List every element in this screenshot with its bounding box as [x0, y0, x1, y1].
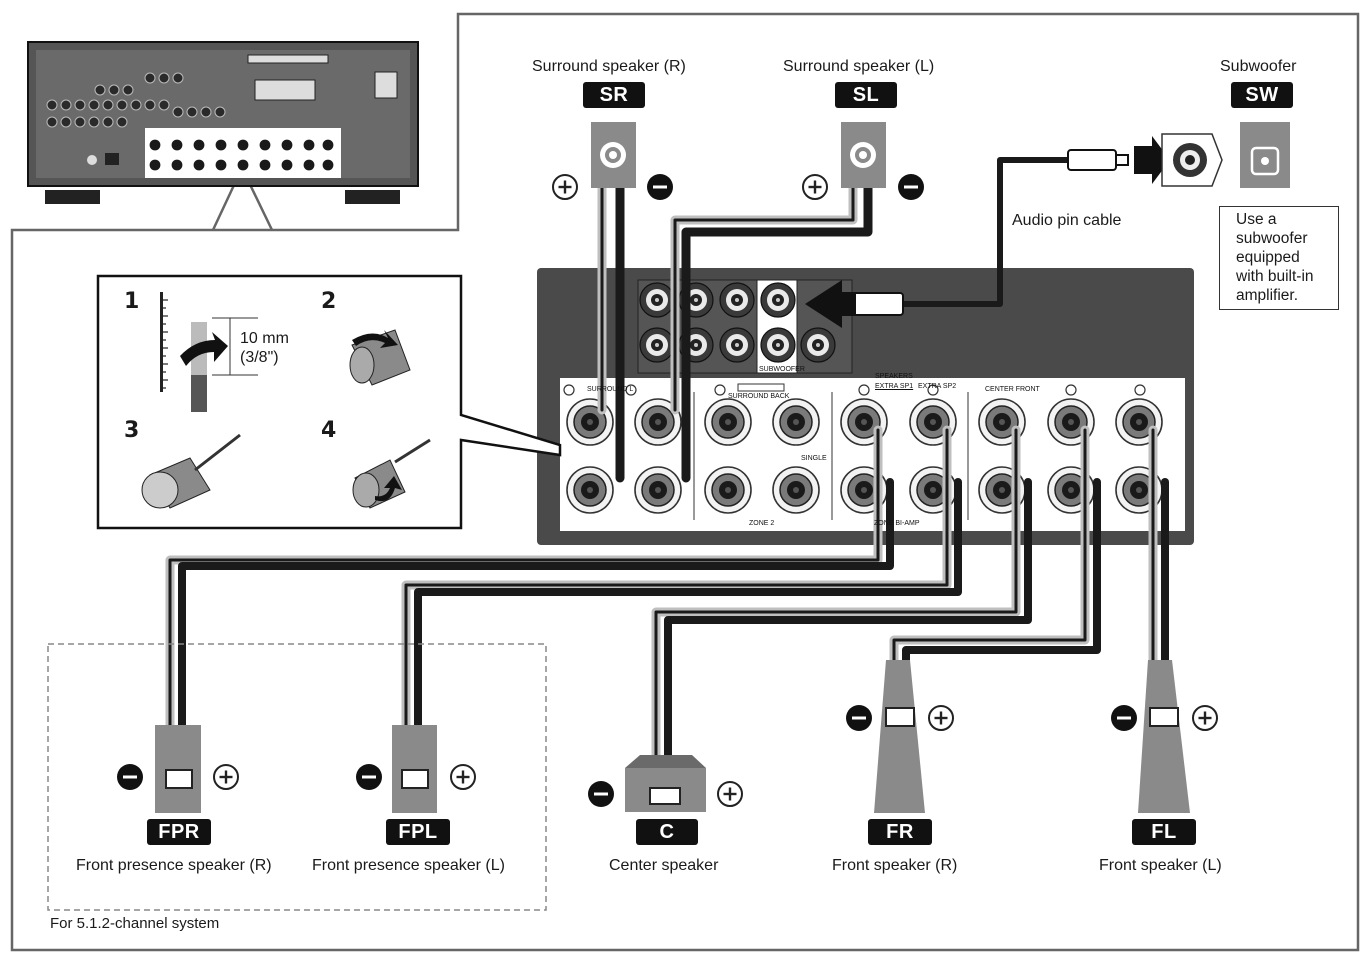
- center-speaker-box: [625, 755, 706, 812]
- center-label: Center speaker: [609, 857, 719, 874]
- wiring-steps-box: [96, 274, 562, 530]
- panel-label-speakers: SPEAKERS: [875, 373, 913, 380]
- front-left-badge: FL: [1132, 819, 1196, 845]
- front-presence-left-speaker: [392, 725, 437, 813]
- panel-label-zone2: ZONE 2: [749, 520, 775, 527]
- front-presence-right-speaker: [155, 725, 201, 813]
- surround-left-badge: SL: [835, 82, 897, 108]
- front-presence-right-badge: FPR: [147, 819, 211, 845]
- front-presence-left-label: Front presence speaker (L): [312, 857, 505, 874]
- subwoofer-speaker: [1240, 122, 1290, 188]
- front-presence-right-label: Front presence speaker (R): [76, 857, 272, 874]
- panel-label-surround-back: SURROUND BACK: [728, 393, 790, 400]
- panel-label-surround: SURROUND L: [587, 386, 634, 393]
- subwoofer-badge: SW: [1231, 82, 1293, 108]
- step-3-number: 3: [124, 418, 140, 443]
- step-1-number: 1: [124, 289, 140, 314]
- panel-label-extra-sp2: EXTRA SP2: [918, 383, 957, 390]
- diagram-frame: [10, 12, 1360, 952]
- front-right-label: Front speaker (R): [832, 857, 958, 874]
- subwoofer-note: Use a subwoofer equipped with built-in a…: [1219, 206, 1339, 310]
- audio-pin-cable-label: Audio pin cable: [1012, 212, 1122, 229]
- surround-right-speaker: [591, 122, 636, 188]
- subwoofer-plug: [805, 133, 1223, 328]
- 5-1-2-system-box: [47, 643, 547, 911]
- strip-length-label: 10 mm: [240, 330, 289, 347]
- step-2-number: 2: [321, 289, 337, 314]
- binding-post-step3: [141, 433, 241, 509]
- subwoofer-label: Subwoofer: [1220, 58, 1297, 75]
- strip-length-inch-label: (3/8"): [240, 349, 279, 366]
- front-right-badge: FR: [868, 819, 932, 845]
- surround-left-label: Surround speaker (L): [783, 58, 935, 75]
- front-left-label: Front speaker (L): [1099, 857, 1222, 874]
- surround-right-badge: SR: [583, 82, 645, 108]
- system-note: For 5.1.2-channel system: [50, 915, 220, 932]
- panel-label-subwoofer-pre: SUBWOOFER: [759, 366, 805, 373]
- surround-right-label: Surround speaker (R): [532, 58, 686, 75]
- binding-post-step4: [352, 438, 431, 509]
- surround-left-speaker: [841, 122, 886, 188]
- panel-label-single: SINGLE: [801, 455, 827, 462]
- receiver-rear-thumbnail: [27, 41, 419, 204]
- panel-label-extra-sp1: EXTRA SP1: [875, 383, 914, 390]
- step-4-number: 4: [321, 418, 337, 443]
- front-presence-left-badge: FPL: [386, 819, 450, 845]
- front-left-speaker: [1138, 660, 1190, 813]
- center-badge: C: [636, 819, 698, 845]
- panel-label-center-front: CENTER FRONT: [985, 386, 1040, 393]
- front-right-speaker: [874, 660, 925, 813]
- panel-label-zone-biamp: ZONE BI-AMP: [874, 520, 920, 527]
- binding-post-step2: [349, 329, 411, 386]
